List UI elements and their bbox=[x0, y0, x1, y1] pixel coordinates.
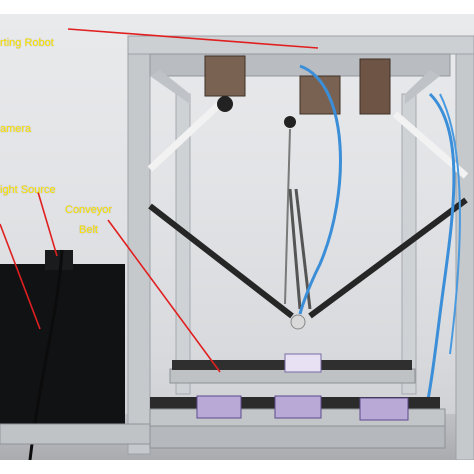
lower-arm-right bbox=[308, 197, 468, 319]
upper-arm-left bbox=[147, 96, 228, 172]
frame-top-diagonal-left bbox=[150, 70, 190, 104]
lower-arm-center-2 bbox=[288, 188, 302, 310]
bottom-margin bbox=[0, 460, 474, 474]
product-box-lower-1 bbox=[196, 395, 242, 419]
pointer-light-source bbox=[37, 191, 58, 257]
motor-mount-left bbox=[204, 55, 246, 97]
motor-mount-right bbox=[359, 58, 391, 115]
product-box-lower-3 bbox=[359, 397, 409, 421]
conveyor-side-rail bbox=[149, 425, 446, 449]
photo-background: rting Robot amera ight Source Conveyor B… bbox=[0, 14, 474, 460]
light-source-top bbox=[45, 250, 73, 270]
elbow-joint-left bbox=[217, 96, 233, 112]
sorting-robot-label: rting Robot bbox=[0, 37, 54, 49]
pointer-conveyor-belt bbox=[107, 219, 221, 373]
lower-arm-left bbox=[148, 203, 294, 319]
frame-post-left-front bbox=[127, 43, 151, 455]
robot-illustration bbox=[0, 28, 474, 460]
pointer-sorting-robot bbox=[67, 28, 319, 49]
product-box-lower-2 bbox=[274, 395, 322, 419]
blue-cable-2 bbox=[423, 92, 456, 415]
camera-label: amera bbox=[0, 123, 32, 135]
blue-cable-1 bbox=[298, 64, 342, 315]
light-source-label: ight Source bbox=[0, 184, 56, 196]
pointer-camera bbox=[0, 223, 41, 330]
product-box-upper bbox=[284, 353, 322, 373]
light-source-housing bbox=[0, 264, 125, 424]
frame-top-diagonal-right bbox=[405, 70, 440, 104]
center-joint bbox=[284, 116, 296, 128]
frame-top-beam-front bbox=[127, 35, 474, 55]
frame-top-beam-back bbox=[149, 53, 451, 77]
lower-arm-center-1 bbox=[284, 128, 291, 305]
end-effector bbox=[290, 314, 306, 330]
conveyor-label-line2: Belt bbox=[79, 224, 98, 236]
base-rail-left bbox=[0, 423, 151, 445]
blue-cable-3 bbox=[439, 93, 461, 355]
conveyor-label-line1: Conveyor bbox=[65, 204, 113, 216]
